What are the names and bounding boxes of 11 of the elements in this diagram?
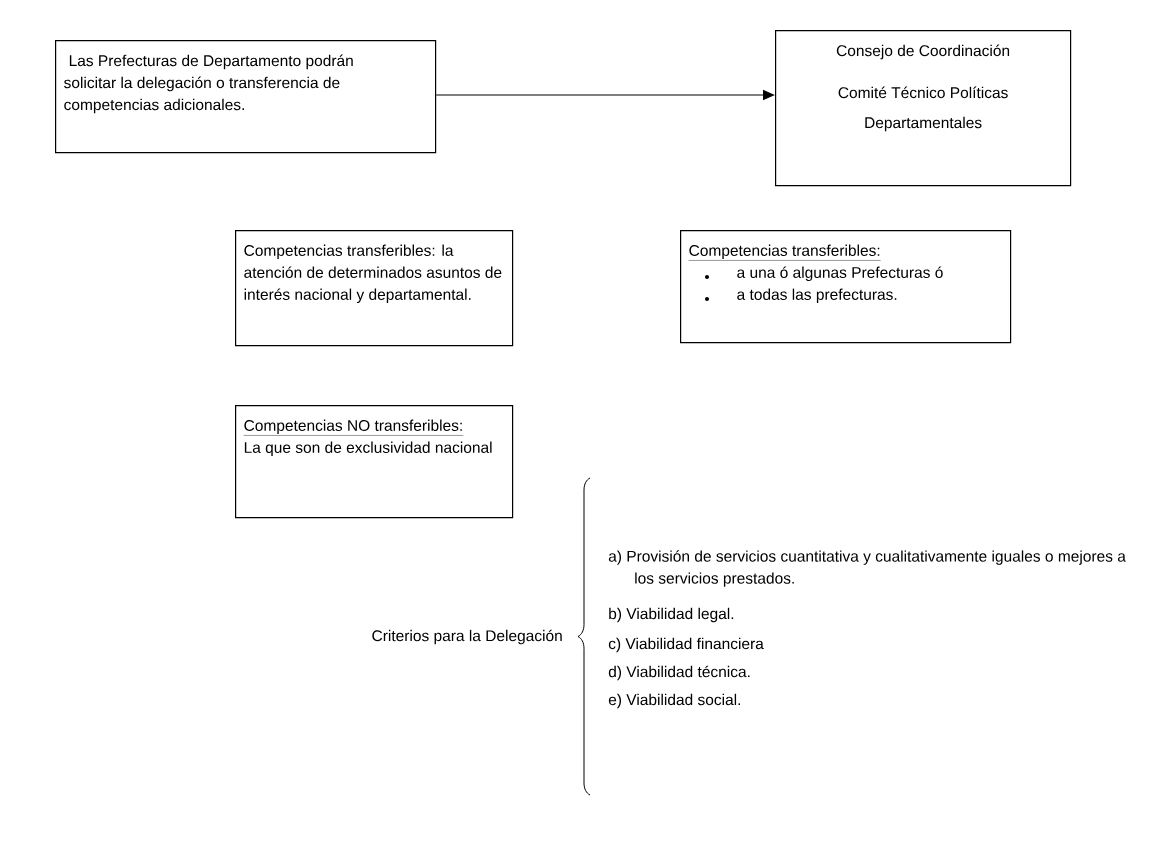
text-box: Competencias transferibles: la atención de determinados asuntos de interés nacional y departamental.: [235, 230, 514, 347]
list-item: b) Viabilidad legal.: [609, 607, 734, 623]
text-box: Las Prefecturas de Departamento podrán solicitar la delegación o transferencia de competencias adicionales.: [55, 40, 437, 154]
list-item: a) Provisión de servicios cuantitativa y cualitativamente iguales o mejores a los servicios prestados.: [608, 550, 1126, 587]
text-box: Consejo de Coordinación Comité Técnico Políticas Departamentales: [775, 30, 1072, 187]
list-item: e) Viabilidad social.: [608, 693, 740, 709]
list-item: c) Viabilidad financiera: [608, 637, 764, 653]
list-item: d) Viabilidad técnica.: [608, 665, 750, 681]
text-box: Competencias transferibles: a una ó algunas Prefecturas ó a todas las prefecturas.: [680, 230, 1012, 344]
criteria-label: Criterios para la Delegación: [372, 629, 562, 645]
text-box: Competencias NO transferibles: La que son de exclusividad nacional: [235, 405, 514, 519]
